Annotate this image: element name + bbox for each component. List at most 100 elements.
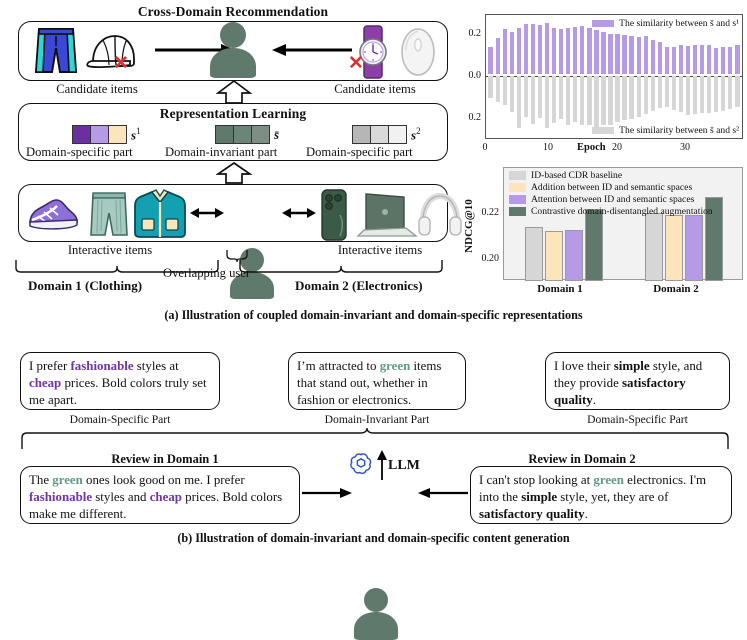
cross-domain-recommendation-title: Cross-Domain Recommendation	[137, 4, 329, 19]
jacket-icon	[133, 188, 187, 245]
chart-bar	[721, 46, 726, 74]
vector-cell	[233, 125, 252, 144]
chart-bar	[558, 28, 564, 74]
review-text-seg-2: electronics. I'm into the	[479, 473, 707, 504]
xaxis-label-epoch: Epoch	[577, 142, 606, 153]
review-text-seg-5: cheap	[149, 489, 182, 504]
domain2-label: Domain 2 (Electronics)	[295, 278, 423, 293]
s1-symbol: s1	[131, 125, 141, 143]
part-label-1: Domain-Specific Part	[69, 413, 171, 426]
review-title-domain2: Review in Domain 2	[528, 452, 636, 466]
legend-label: ID-based CDR baseline	[531, 170, 623, 181]
chart-bar	[685, 215, 703, 281]
chart-bar	[664, 76, 670, 108]
chart-bar	[551, 27, 557, 74]
chart-bar	[671, 46, 677, 74]
arrow-review2-to-llm	[418, 486, 468, 505]
chart-bar	[601, 31, 606, 74]
chart-bar	[544, 22, 550, 74]
llm-avatar	[348, 588, 404, 640]
part-text-seg-3: satisfactory quality	[554, 375, 686, 407]
chart-bar	[509, 31, 514, 74]
review-text-seg-3: simple	[521, 489, 558, 504]
chart-bar	[643, 76, 648, 114]
part-label-2: Domain-Invariant Part	[324, 413, 430, 426]
double-arrow-left	[190, 205, 224, 226]
brace-overlapping-user	[226, 249, 248, 268]
review-text-seg-6: prices. Bold colors make me different.	[29, 489, 283, 521]
laptop-icon	[356, 192, 418, 243]
overlapping-user-avatar	[226, 247, 278, 299]
xtick-label: 0	[482, 142, 488, 153]
zero-axis-line	[486, 76, 742, 78]
chart-bar	[699, 76, 705, 114]
chart-bar	[629, 36, 634, 74]
part-text-seg-2: style, and they provide	[554, 359, 703, 390]
watch-icon	[355, 24, 391, 85]
chart-bar	[692, 44, 698, 74]
candidate-items-right-label: Candidate items	[334, 82, 416, 96]
chart-bar	[509, 76, 514, 112]
ndcg-plot-area: ID-based CDR baseline Addition between I…	[503, 167, 743, 281]
vector-cell	[90, 125, 109, 144]
caption-b: (b) Illustration of domain-invariant and…	[177, 531, 570, 545]
chart-bar	[728, 46, 733, 74]
brace-domain2	[238, 258, 446, 279]
review-text-seg-5: satisfactory quality	[479, 506, 585, 521]
headphones-icon	[418, 191, 462, 242]
chart-bar	[735, 44, 740, 74]
mouse-icon	[393, 28, 443, 81]
arrow-right-to-user	[272, 42, 352, 63]
chart-bar	[721, 76, 726, 111]
chart-bar	[587, 76, 592, 126]
ytick-label: 0.2	[468, 112, 482, 123]
review-text-seg-1: green	[593, 473, 624, 487]
review-text-seg-3: fashionable	[29, 489, 93, 504]
shorts-icon	[33, 26, 79, 81]
chart-bar	[706, 44, 712, 74]
chart-bar	[601, 76, 606, 125]
chart-bar	[636, 76, 641, 117]
part-text-seg-1: fashionable	[70, 359, 134, 373]
chart-bar	[495, 37, 500, 74]
chart-bar	[685, 45, 691, 74]
ndcg-chart: NDCG@10 0.22 0.20 ID-based CDR baseline …	[455, 163, 747, 298]
vector-cell	[215, 125, 234, 144]
review-text-seg-4: styles and	[92, 489, 150, 504]
chart-bar	[573, 76, 578, 122]
chart-bar	[587, 28, 592, 74]
xtick-label-domain1: Domain 1	[537, 283, 583, 295]
chart-bar	[516, 76, 522, 129]
chart-bar	[566, 76, 571, 125]
similarity-plot-area: The similarity between s̄ and s¹ The sim…	[485, 14, 743, 139]
domain-specific-part-bubble-1: I prefer fashionable styles at cheap pri…	[20, 352, 220, 410]
chart-bar	[530, 76, 536, 124]
chart-bar	[622, 76, 627, 121]
chart-bar	[608, 76, 613, 125]
chart-bar	[664, 47, 670, 74]
legend-swatch	[509, 171, 526, 180]
legend-entry: ID-based CDR baseline	[509, 170, 713, 181]
chart-bar	[537, 76, 543, 118]
user-avatar-top	[205, 20, 261, 78]
chart-bar	[678, 76, 684, 113]
vector-cell	[72, 125, 91, 144]
chart-bar	[622, 34, 627, 74]
chart-bar	[706, 76, 712, 113]
chart-bar	[544, 76, 550, 128]
chart-bar	[537, 24, 543, 74]
domain-invariant-part-label: Domain-invariant part	[165, 145, 278, 159]
brace-domain1	[14, 258, 222, 279]
chart-bar	[692, 76, 698, 114]
chart-bar	[636, 36, 641, 74]
ndcg-bars	[504, 168, 742, 281]
domain-invariant-part-bubble: I’m attracted to green items that stand …	[288, 352, 466, 410]
chart-bar	[566, 28, 571, 74]
chart-bar	[488, 76, 493, 98]
legend-entry-s2: The similarity between s̄ and s²	[592, 125, 739, 136]
s2-symbol: s2	[411, 125, 421, 143]
review-bubble-domain1: The green ones look good on me. I prefer…	[20, 466, 300, 524]
chart-bar	[523, 76, 529, 117]
xtick-label-domain2: Domain 2	[653, 283, 699, 295]
chart-bar	[615, 76, 620, 123]
